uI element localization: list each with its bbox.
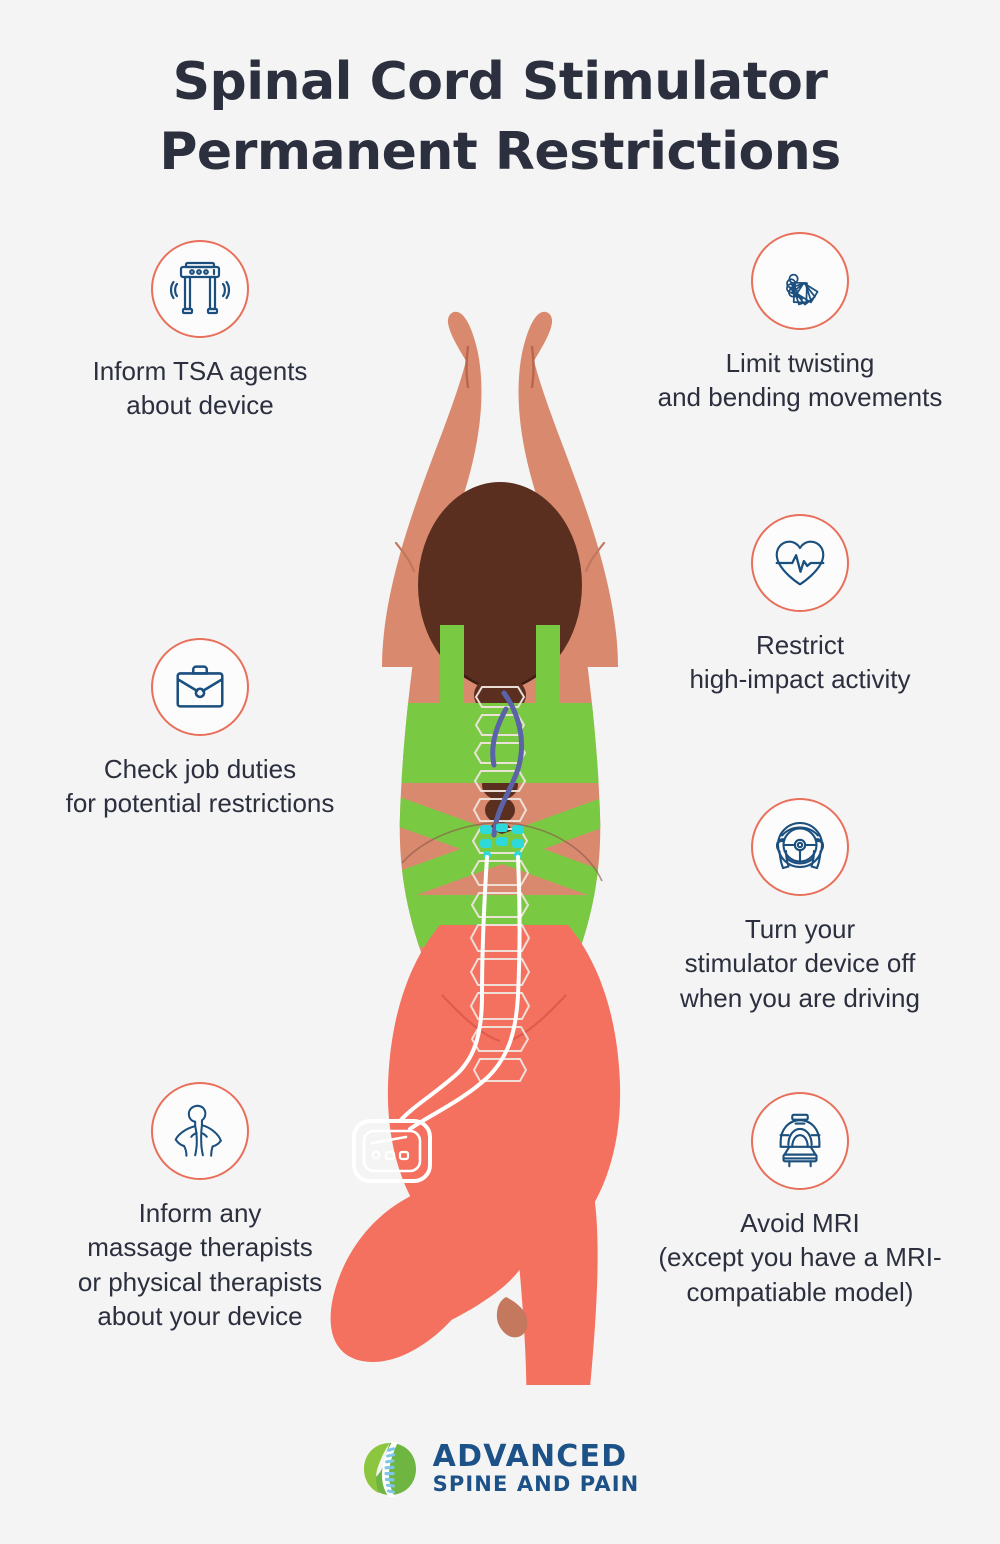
stimulator-leads — [352, 822, 603, 1183]
restriction-label: Inform TSA agents about device — [92, 356, 308, 421]
steering-wheel-icon — [751, 798, 849, 896]
restriction-item-tsa: Inform TSA agents about device — [10, 240, 390, 423]
restriction-label: Restrict high-impact activity — [689, 630, 911, 695]
mri-machine-icon — [751, 1092, 849, 1190]
nerve-root — [490, 690, 525, 838]
stimulator-device — [352, 1119, 432, 1183]
restriction-item-high-impact: Restrict high-impact activity — [610, 514, 990, 697]
title-line-2: Permanent Restrictions — [159, 121, 841, 182]
arms — [382, 311, 618, 667]
briefcase-icon — [151, 638, 249, 736]
restriction-label: Limit twisting and bending movements — [657, 348, 943, 413]
restriction-item-job: Check job duties for potential restricti… — [10, 638, 390, 821]
page-title: Spinal Cord Stimulator Permanent Restric… — [0, 48, 1000, 187]
bending-sequence-icon — [751, 232, 849, 330]
restriction-item-mri: Avoid MRI (except you have a MRI- compat… — [610, 1092, 990, 1309]
logo-line-1: ADVANCED — [432, 1438, 628, 1474]
brand-logo[interactable]: ADVANCED SPINE AND PAIN — [0, 1440, 1000, 1498]
yoga-figure-illustration — [290, 295, 710, 1385]
leggings — [330, 925, 621, 1385]
restriction-item-twisting: Limit twisting and bending movements — [610, 232, 990, 415]
spine-leaf-logo-icon — [361, 1440, 419, 1498]
security-scanner-icon — [151, 240, 249, 338]
restriction-label: Check job duties for potential restricti… — [65, 754, 335, 819]
logo-line-2: SPINE AND PAIN — [432, 1472, 640, 1497]
restriction-item-driving: Turn your stimulator device off when you… — [610, 798, 990, 1015]
heart-pulse-icon — [751, 514, 849, 612]
restriction-label: Inform any massage therapists or physica… — [77, 1198, 323, 1331]
logo-wordmark: ADVANCED SPINE AND PAIN — [433, 1441, 640, 1498]
restriction-label: Avoid MRI (except you have a MRI- compat… — [658, 1208, 942, 1307]
title-line-1: Spinal Cord Stimulator — [172, 52, 828, 112]
restriction-label: Turn your stimulator device off when you… — [680, 914, 920, 1013]
restriction-item-massage: Inform any massage therapists or physica… — [10, 1082, 390, 1333]
back-pain-person-icon — [151, 1082, 249, 1180]
